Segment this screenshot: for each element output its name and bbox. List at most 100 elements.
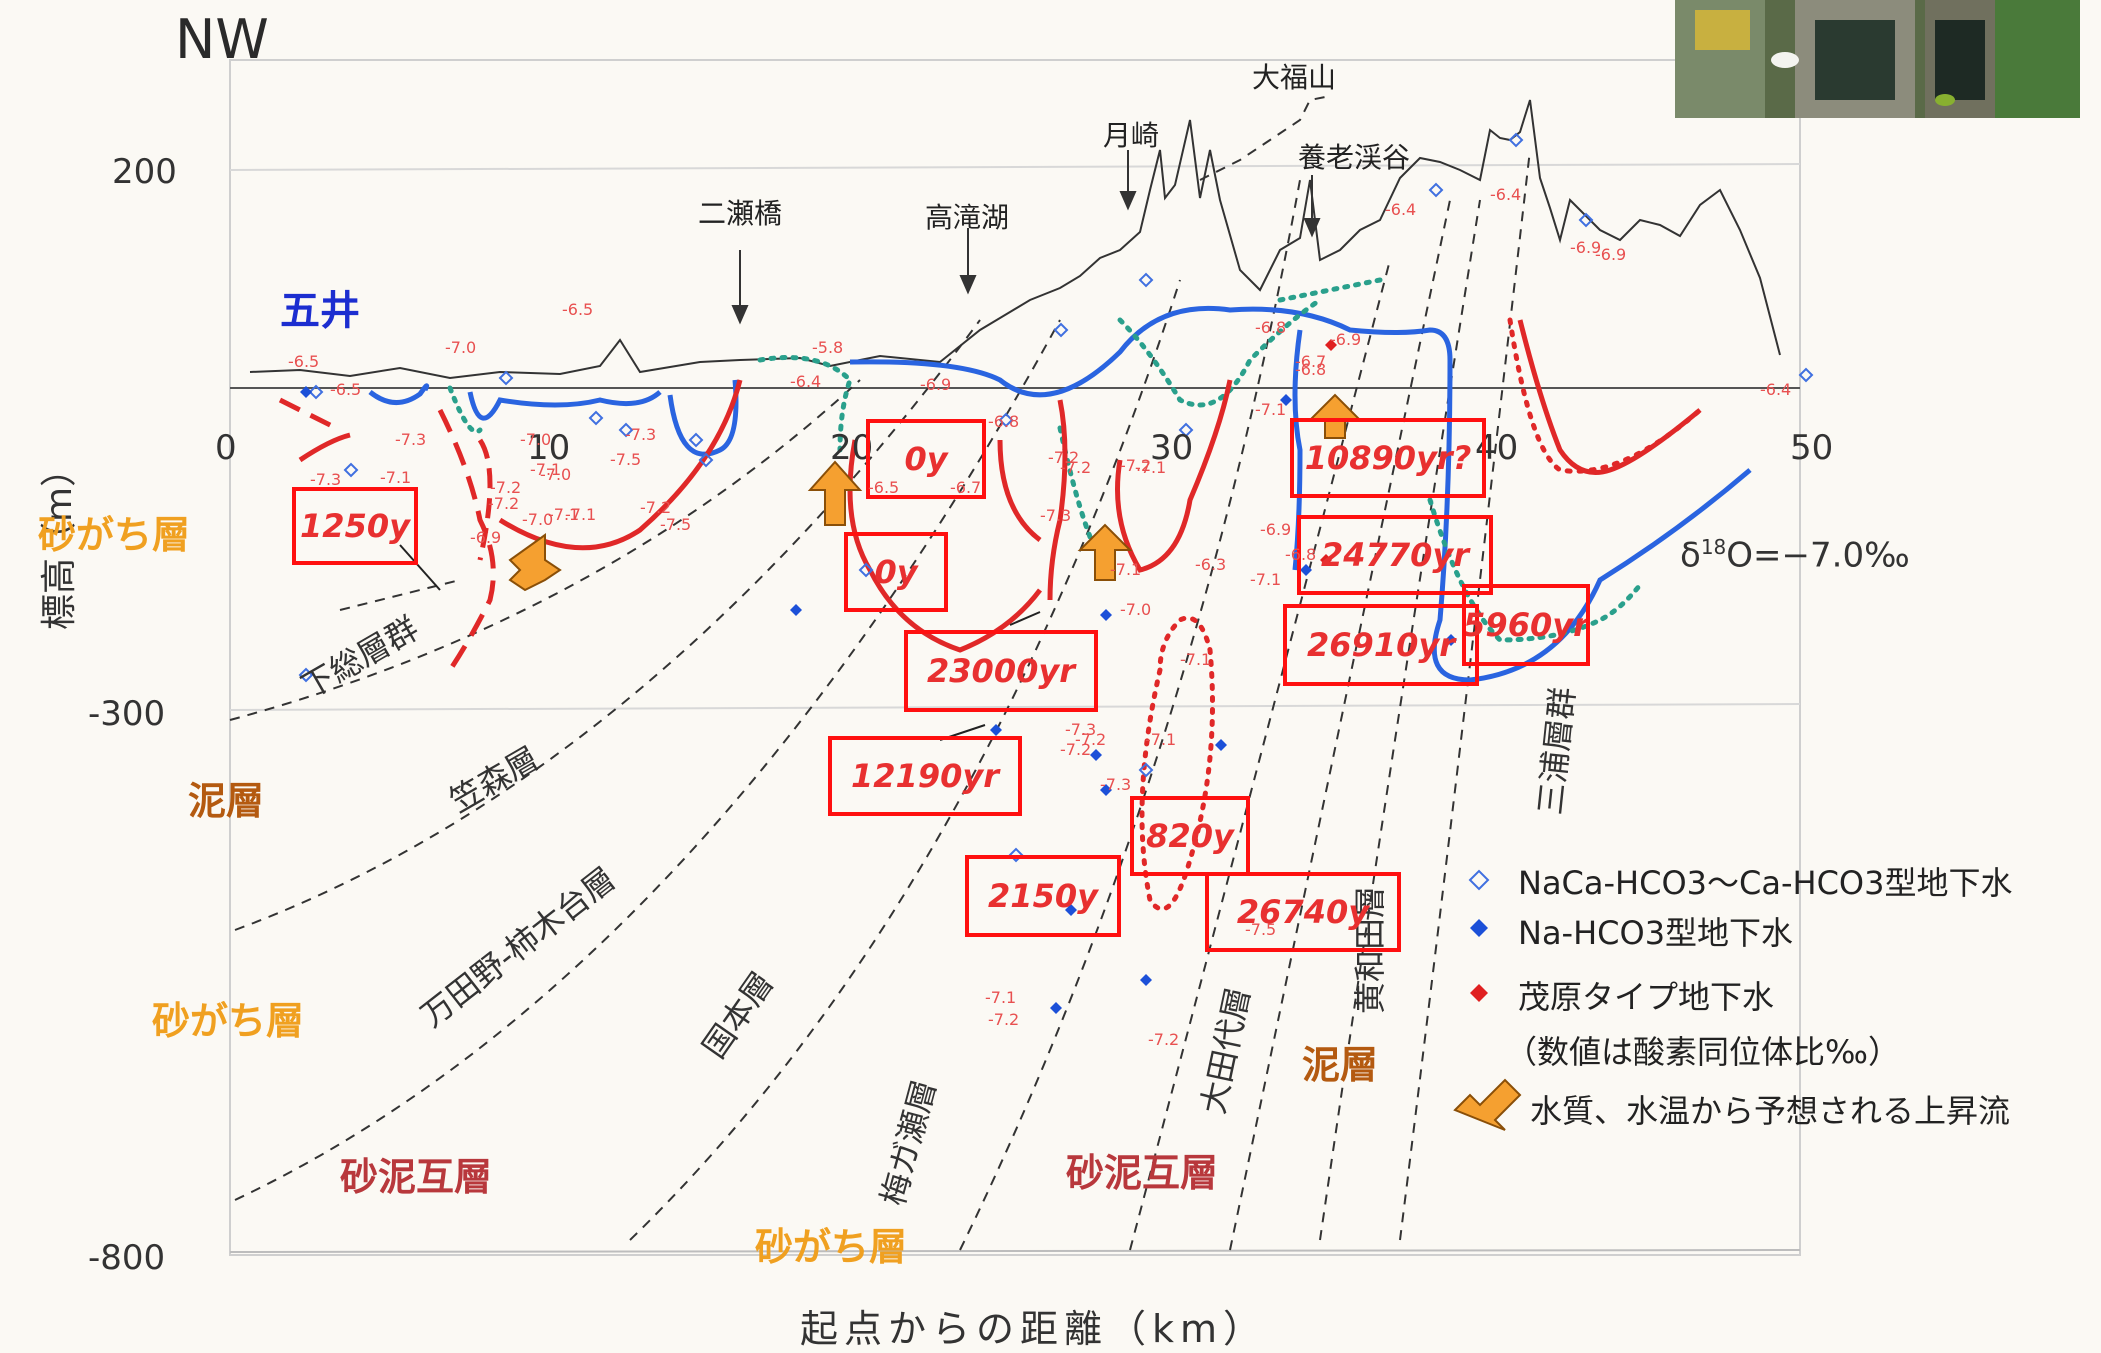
isotope-value: -7.2 [1120, 456, 1152, 475]
isotope-value: -6.3 [1195, 555, 1227, 574]
legend-mobara-symbol [1470, 984, 1488, 1002]
isotope-value: -7.1 [1110, 560, 1142, 579]
geo-sand-1: 砂がち層 [38, 513, 191, 557]
isotope-value: -6.5 [330, 380, 362, 399]
isotope-value: -7.3 [625, 425, 657, 444]
ytick-minus800: -800 [88, 1238, 166, 1278]
isotope-value: -7.3 [1040, 506, 1072, 525]
isotope-value: -6.8 [1285, 545, 1317, 564]
isotope-value: -6.4 [1760, 380, 1792, 399]
delta-suffix: O=−7.0‰ [1726, 535, 1910, 576]
x-axis-label: 起点からの距離（km） [800, 1307, 1268, 1351]
xtick-0: 0 [215, 428, 237, 468]
age-box-26910: 26910yr [1283, 604, 1479, 686]
plot-frame [229, 59, 1801, 1256]
isotope-value: -6.4 [1385, 200, 1417, 219]
isotope-value: -7.0 [522, 510, 554, 529]
isotope-value: -7.2 [640, 498, 672, 517]
compass-label: NW [175, 8, 269, 71]
grid-minus300 [229, 703, 1801, 711]
place-tsukizaki: 月崎 [1103, 119, 1160, 152]
terrain-dashed [1199, 95, 1331, 181]
upflow-arrows [508, 393, 1363, 592]
delta-prefix: δ [1680, 535, 1701, 576]
isotope-value: -7.2 [988, 1010, 1020, 1029]
location-goi: 五井 [280, 288, 360, 334]
legend-mobara: 茂原タイプ地下水 [1518, 978, 1775, 1016]
isotope-value: -7.1 [548, 505, 580, 524]
age-box-24770: 24770yr [1297, 515, 1493, 595]
isotope-value: -6.5 [288, 352, 320, 371]
isotope-value: -7.2 [1148, 1030, 1180, 1049]
grid-minus800 [229, 1249, 1801, 1253]
age-box-0y-b: 0y [844, 532, 948, 612]
age-box-23000: 23000yr [904, 630, 1098, 712]
isotope-value: -6.5 [562, 300, 594, 319]
mobara-markers [1320, 339, 1337, 566]
age-box-12190: 12190yr [828, 736, 1022, 816]
legend-upflow-symbol [1453, 1078, 1522, 1131]
age-box-26740: 26740y [1205, 872, 1401, 952]
isotope-value: -6.4 [1490, 185, 1522, 204]
isotope-value: -6.9 [1595, 245, 1627, 264]
place-takatakiko: 高滝湖 [925, 201, 1010, 234]
isotope-value: -6.8 [988, 412, 1020, 431]
age-box-2150: 2150y [965, 855, 1121, 937]
geo-sand-2: 砂がち層 [152, 999, 305, 1043]
place-yorokeikoku: 養老渓谷 [1298, 141, 1411, 174]
delta-label: δ18O=−7.0‰ [1680, 535, 1910, 575]
isotope-value: -6.8 [1255, 318, 1287, 337]
isotope-value: -6.9 [1260, 520, 1292, 539]
geo-mud-1: 泥層 [188, 779, 265, 823]
legend-naca: NaCa-HCO3〜Ca-HCO3型地下水 [1518, 864, 2013, 902]
legend-naca-symbol [1468, 869, 1490, 891]
geo-mix-1: 砂泥互層 [340, 1155, 493, 1199]
legend-upflow: 水質、水温から予想される上昇流 [1530, 1092, 2011, 1130]
isotope-value: -7.2 [1060, 458, 1092, 477]
terrain-line [249, 99, 1781, 380]
isotope-value: -6.9 [470, 528, 502, 547]
red-contours [278, 319, 1702, 672]
isotope-value: -7.3 [1100, 775, 1132, 794]
age-box-1250: 1250y [292, 487, 418, 565]
isotope-value: -6.8 [1295, 360, 1327, 379]
isotope-value: -6.7 [1295, 352, 1327, 371]
legend-na-symbol [1470, 919, 1488, 937]
isotope-value: -6.9 [920, 375, 952, 394]
age-box-820: 820y [1130, 796, 1250, 876]
legend-na: Na-HCO3型地下水 [1518, 914, 1794, 952]
isotope-value: -6.9 [1330, 330, 1362, 349]
geo-mud-2: 泥層 [1302, 1043, 1379, 1087]
isotope-value: -7.0 [445, 338, 477, 357]
naca-markers [298, 132, 1814, 863]
formation-boundaries [229, 149, 1531, 1251]
grid-200 [229, 163, 1801, 171]
isotope-value: -7.3 [310, 470, 342, 489]
isotope-value: -6.9 [1570, 238, 1602, 257]
age-box-5960: 5960yr [1462, 584, 1590, 666]
isotope-value: -7.2 [1048, 448, 1080, 467]
na-markers [300, 386, 1457, 1014]
delta-sup: 18 [1700, 535, 1727, 559]
isotope-value: -7.2 [488, 494, 520, 513]
isotope-value: -7.2 [1060, 740, 1092, 759]
isotope-value: -7.2 [490, 478, 522, 497]
isotope-value: -7.1 [380, 468, 412, 487]
ytick-200: 200 [112, 152, 177, 192]
isotope-value: -7.0 [520, 430, 552, 449]
isotope-value: -7.3 [1065, 720, 1097, 739]
red-dotted-contours [1139, 317, 1703, 912]
isotope-value: -6.4 [790, 372, 822, 391]
isotope-value: -7.1 [1135, 458, 1167, 477]
isotope-value: -7.1 [565, 505, 597, 524]
photo-inset [1675, 0, 2080, 118]
place-futasebashi: 二瀬橋 [698, 197, 783, 230]
isotope-value: -7.1 [1250, 570, 1282, 589]
isotope-value: -7.0 [1120, 600, 1152, 619]
age-box-0y-a: 0y [866, 419, 986, 499]
place-ofukuyama: 大福山 [1252, 61, 1337, 94]
isotope-value: -7.2 [1075, 730, 1107, 749]
xtick-30: 30 [1150, 428, 1194, 468]
isotope-value: -7.5 [1245, 920, 1277, 939]
